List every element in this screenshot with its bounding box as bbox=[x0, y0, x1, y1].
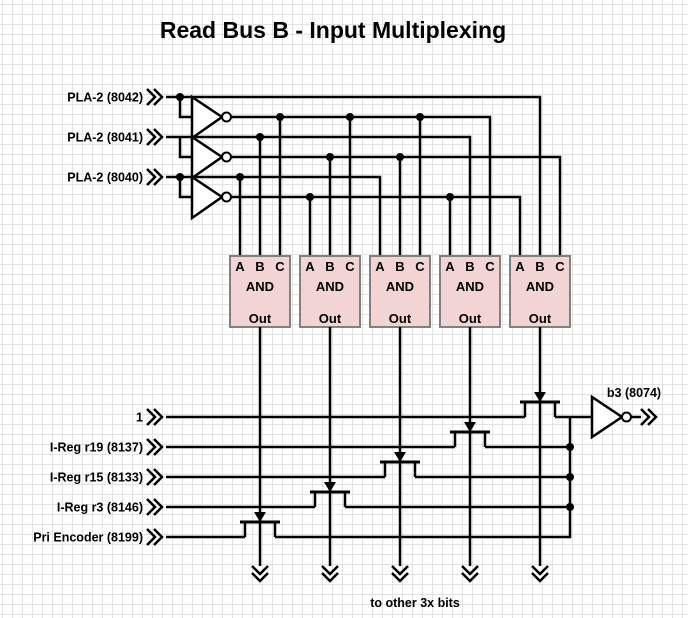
inverter-bubble-icon bbox=[221, 111, 232, 123]
and-input-b-label: B bbox=[325, 259, 334, 274]
and-input-a-label: A bbox=[375, 259, 385, 274]
to-other-bits-arrow-icons bbox=[251, 565, 549, 583]
top-wires bbox=[166, 95, 562, 256]
and-gate-box-4: A B C AND Out bbox=[439, 255, 501, 328]
and-out-label: Out bbox=[389, 311, 412, 326]
bottom-wires bbox=[166, 400, 592, 539]
pass-transistor-gate-arrow-icons bbox=[254, 392, 546, 522]
input-label-ireg-r15: I-Reg r15 (8133) bbox=[50, 471, 143, 485]
input-label-pla-8042: PLA-2 (8042) bbox=[67, 91, 143, 105]
and-input-c-label: C bbox=[345, 259, 355, 274]
inverter-gate-8040 bbox=[190, 174, 232, 221]
footnote-label: to other 3x bits bbox=[370, 596, 460, 610]
and-gate-box-3: A B C AND Out bbox=[369, 255, 431, 328]
and-gate-box-2: A B C AND Out bbox=[299, 255, 361, 328]
and-input-c-label: C bbox=[555, 259, 565, 274]
and-input-c-label: C bbox=[485, 259, 495, 274]
input-arrow-icons-data bbox=[146, 408, 164, 546]
and-gate-label: AND bbox=[456, 279, 484, 294]
and-gate-label: AND bbox=[246, 279, 274, 294]
input-label-pla-8041: PLA-2 (8041) bbox=[67, 131, 143, 145]
input-label-pla-8040: PLA-2 (8040) bbox=[67, 171, 143, 185]
and-gate-box-1: A B C AND Out bbox=[229, 255, 291, 328]
junction-dots bbox=[176, 93, 574, 511]
inverter-bubble-icon bbox=[221, 191, 232, 203]
and-gate-box-5: A B C AND Out bbox=[509, 255, 571, 328]
and-input-a-label: A bbox=[305, 259, 315, 274]
and-out-label: Out bbox=[529, 311, 552, 326]
inverter-bubble-icon bbox=[221, 151, 232, 163]
and-input-b-label: B bbox=[535, 259, 544, 274]
inverter-gate-8041 bbox=[190, 134, 232, 181]
and-gate-label: AND bbox=[316, 279, 344, 294]
and-input-b-label: B bbox=[395, 259, 404, 274]
input-label-ireg-r3: I-Reg r3 (8146) bbox=[57, 501, 143, 515]
and-out-label: Out bbox=[249, 311, 272, 326]
and-gate-label: AND bbox=[386, 279, 414, 294]
inverter-gate-8042 bbox=[190, 94, 232, 141]
inverter-bubble-icon bbox=[621, 411, 632, 423]
output-inverter-gate bbox=[590, 394, 658, 440]
input-label-one: 1 bbox=[136, 411, 143, 425]
output-label-b3: b3 (8074) bbox=[607, 386, 661, 400]
and-out-label: Out bbox=[319, 311, 342, 326]
and-gate-label: AND bbox=[526, 279, 554, 294]
input-arrow-icons-pla bbox=[146, 88, 164, 186]
page-title: Read Bus B - Input Multiplexing bbox=[160, 17, 506, 43]
and-out-label: Out bbox=[459, 311, 482, 326]
and-input-a-label: A bbox=[235, 259, 245, 274]
input-label-ireg-r19: I-Reg r19 (8137) bbox=[50, 441, 143, 455]
and-input-a-label: A bbox=[445, 259, 455, 274]
and-input-b-label: B bbox=[255, 259, 264, 274]
and-input-c-label: C bbox=[275, 259, 285, 274]
input-label-pri-encoder: Pri Encoder (8199) bbox=[33, 531, 143, 545]
and-input-b-label: B bbox=[465, 259, 474, 274]
and-input-c-label: C bbox=[415, 259, 425, 274]
and-input-a-label: A bbox=[515, 259, 525, 274]
